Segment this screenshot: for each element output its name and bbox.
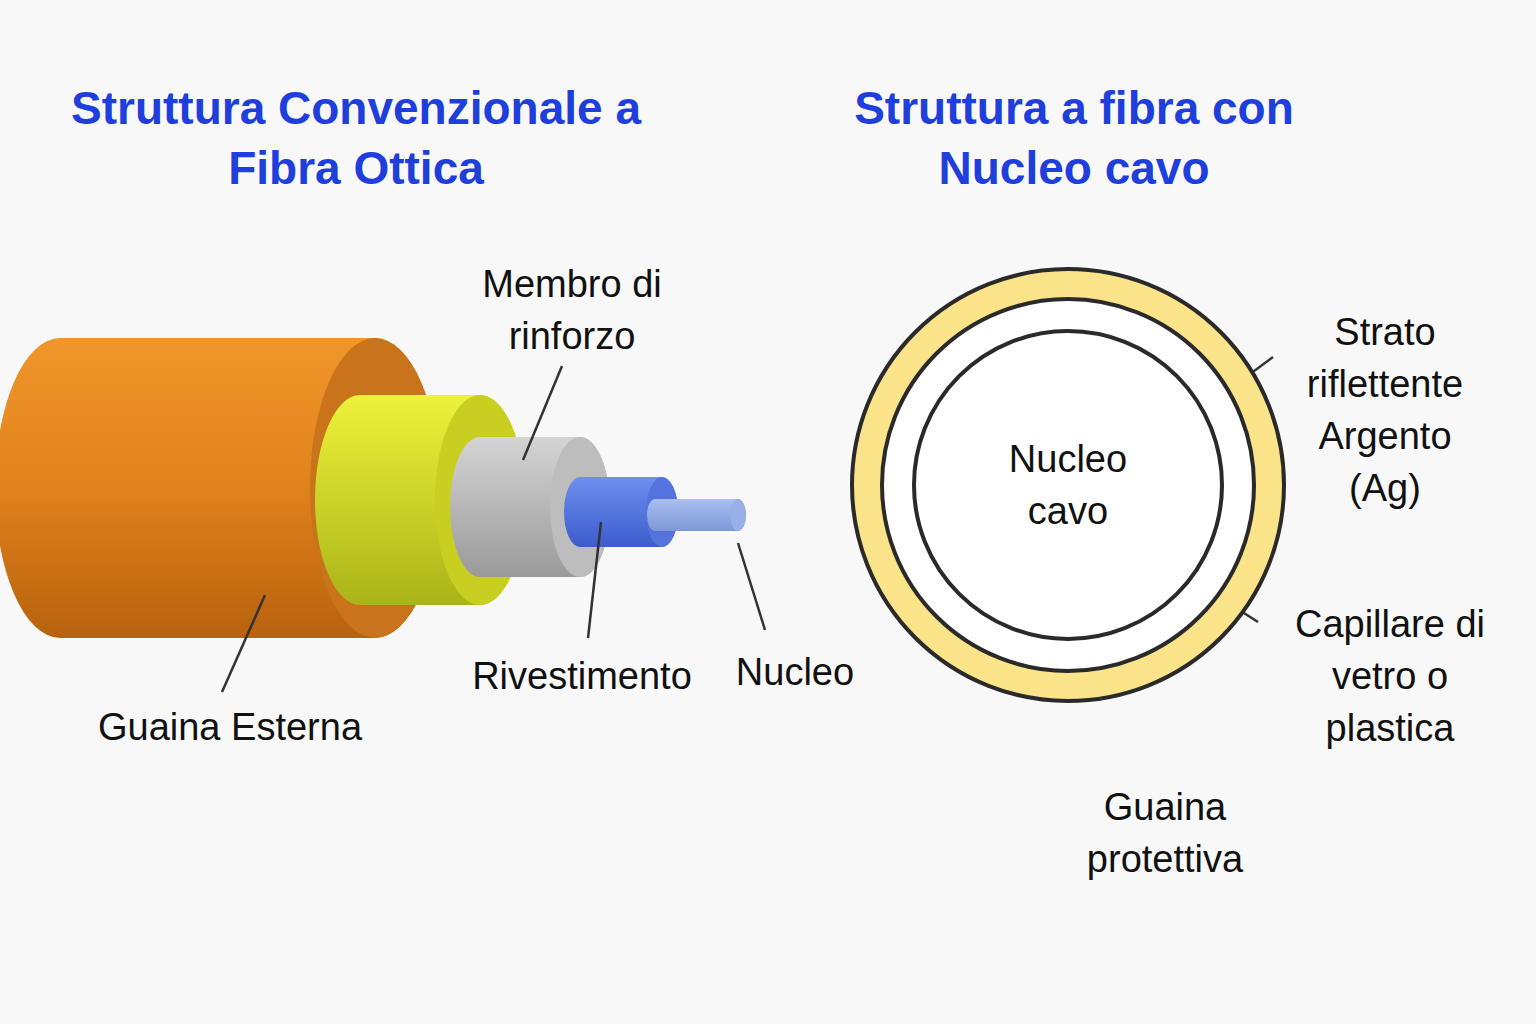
part-label: Guaina Esterna — [70, 701, 390, 753]
panel-title: Struttura a fibra con Nucleo cavo — [784, 78, 1364, 198]
node-text: Nucleo cavo — [983, 433, 1153, 537]
part-label: Capillare di vetro o plastica — [1275, 598, 1505, 754]
part-label: Guaina protettiva — [1055, 781, 1275, 885]
part-label: Rivestimento — [432, 650, 732, 702]
panel-title: Struttura Convenzionale a Fibra Ottica — [26, 78, 686, 198]
hollow-core-circle: Nucleo cavo — [912, 329, 1224, 641]
part-label: Strato riflettente Argento (Ag) — [1285, 306, 1485, 514]
hollow-fiber-rings — [852, 269, 1284, 701]
core — [647, 499, 746, 531]
part-label: Nucleo — [715, 646, 875, 698]
part-label: Membro di rinforzo — [467, 258, 677, 362]
